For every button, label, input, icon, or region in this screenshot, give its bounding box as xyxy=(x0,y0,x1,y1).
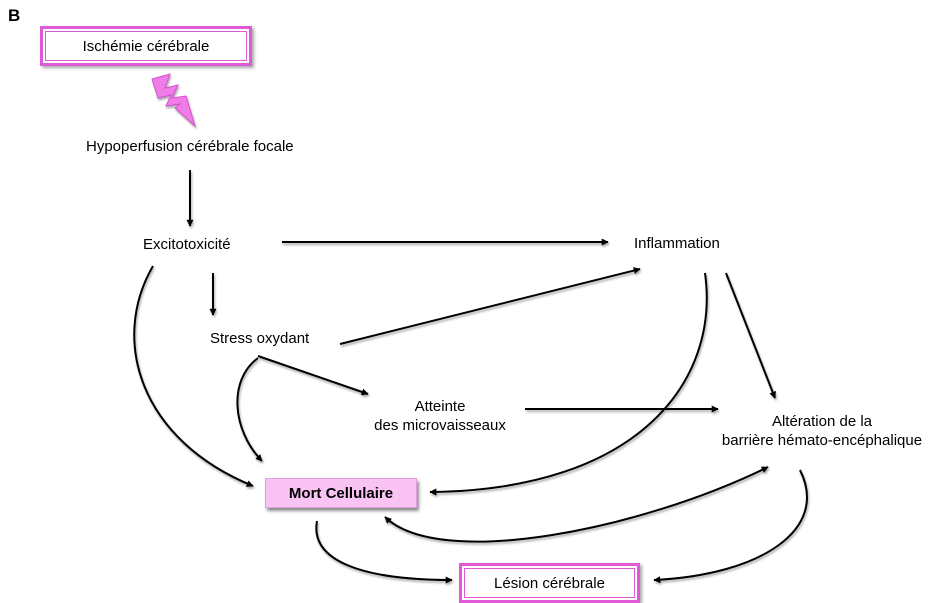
hypoperfusion-label: Hypoperfusion cérébrale focale xyxy=(86,138,294,155)
lesion-box: Lésion cérébrale xyxy=(459,563,640,603)
arrow-stress-to-mort xyxy=(236,357,263,462)
arrow-excitotoxicite-to-mort xyxy=(133,265,254,487)
atteinte-line1: Atteinte xyxy=(414,398,466,415)
alteration-line1: Altération de la xyxy=(771,413,873,430)
excitotoxicite-label: Excitotoxicité xyxy=(143,236,231,253)
lesion-label: Lésion cérébrale xyxy=(464,568,635,598)
arrow-mort-to-lesion xyxy=(315,520,453,584)
alteration-line2: barrière hémato-encéphalique xyxy=(721,432,923,449)
ischemie-label: Ischémie cérébrale xyxy=(45,31,247,61)
mort-cellulaire-box: Mort Cellulaire xyxy=(265,478,417,508)
arrow-stress-to-atteinte xyxy=(257,355,369,396)
alteration-barriere-label: Altération de la barrière hémato-encépha… xyxy=(702,412,942,450)
inflammation-label: Inflammation xyxy=(634,235,720,252)
arrow-inflammation-to-alteration xyxy=(725,272,776,399)
arrow-alteration-to-lesion xyxy=(653,469,808,584)
ischemie-box: Ischémie cérébrale xyxy=(40,26,252,66)
panel-label: B xyxy=(8,6,21,25)
atteinte-microvaisseaux-label: Atteinte des microvaisseaux xyxy=(350,397,530,435)
stress-oxydant-label: Stress oxydant xyxy=(210,330,310,347)
arrow-stress-to-inflammation xyxy=(339,267,641,345)
arrow-mort-alteration-bidirectional xyxy=(384,466,769,543)
atteinte-line2: des microvaisseaux xyxy=(374,417,506,434)
arrow-inflammation-to-mort xyxy=(429,272,708,496)
lightning-bolt-icon xyxy=(151,73,196,128)
